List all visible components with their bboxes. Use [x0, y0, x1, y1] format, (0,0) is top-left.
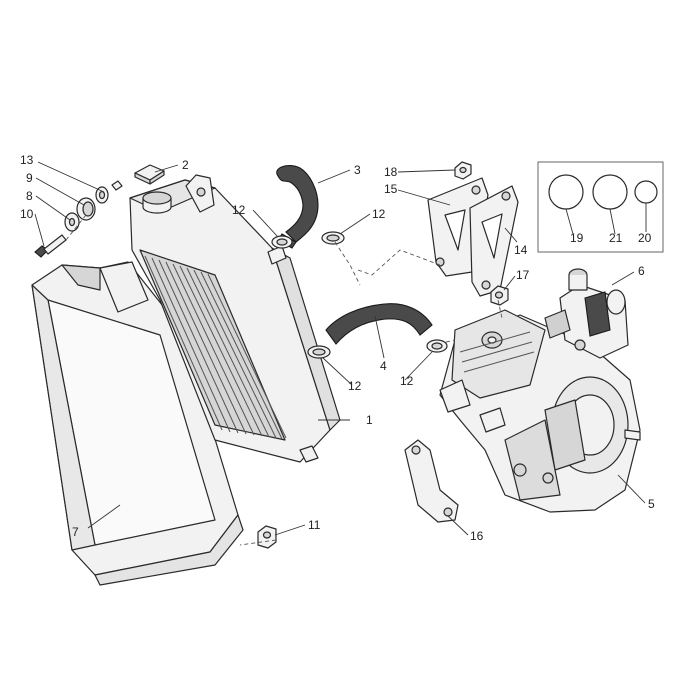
callout-2: 2 [182, 158, 189, 172]
callout-8: 8 [26, 189, 33, 203]
engine-brackets [427, 177, 519, 297]
lower-hose [325, 303, 433, 345]
callout-14: 14 [514, 243, 528, 257]
support-plate [404, 439, 459, 523]
callout-18: 18 [384, 165, 398, 179]
carburetor [544, 268, 629, 359]
callout-10: 10 [20, 207, 34, 221]
radiator [129, 174, 341, 463]
callout-4: 4 [380, 359, 387, 373]
inset-panel [537, 161, 664, 253]
callout-12-d: 12 [400, 374, 414, 388]
callout-21: 21 [609, 231, 623, 245]
callout-13: 13 [20, 153, 34, 167]
callout-20: 20 [638, 231, 652, 245]
callout-labels: 1 2 3 4 5 6 7 8 9 10 11 12 12 12 12 13 1… [20, 153, 655, 543]
callout-9: 9 [26, 171, 33, 185]
leader-lines [34, 161, 647, 536]
mounting-hardware [34, 180, 123, 258]
callout-7: 7 [72, 525, 79, 539]
radiator-shroud [31, 261, 244, 586]
radiator-cap [134, 164, 165, 185]
engine [439, 309, 641, 513]
assembly-lines [65, 214, 503, 546]
callout-1: 1 [366, 413, 373, 427]
callout-5: 5 [648, 497, 655, 511]
callout-17: 17 [516, 268, 530, 282]
callout-3: 3 [354, 163, 361, 177]
callout-15: 15 [384, 182, 398, 196]
callout-11: 11 [308, 518, 321, 532]
callout-16: 16 [470, 529, 484, 543]
callout-12-a: 12 [232, 203, 246, 217]
callout-12-b: 12 [372, 207, 386, 221]
callout-19: 19 [570, 231, 584, 245]
hose-clamps [271, 231, 448, 359]
nuts [257, 161, 509, 549]
callout-6: 6 [638, 264, 645, 278]
callout-12-c: 12 [348, 379, 362, 393]
